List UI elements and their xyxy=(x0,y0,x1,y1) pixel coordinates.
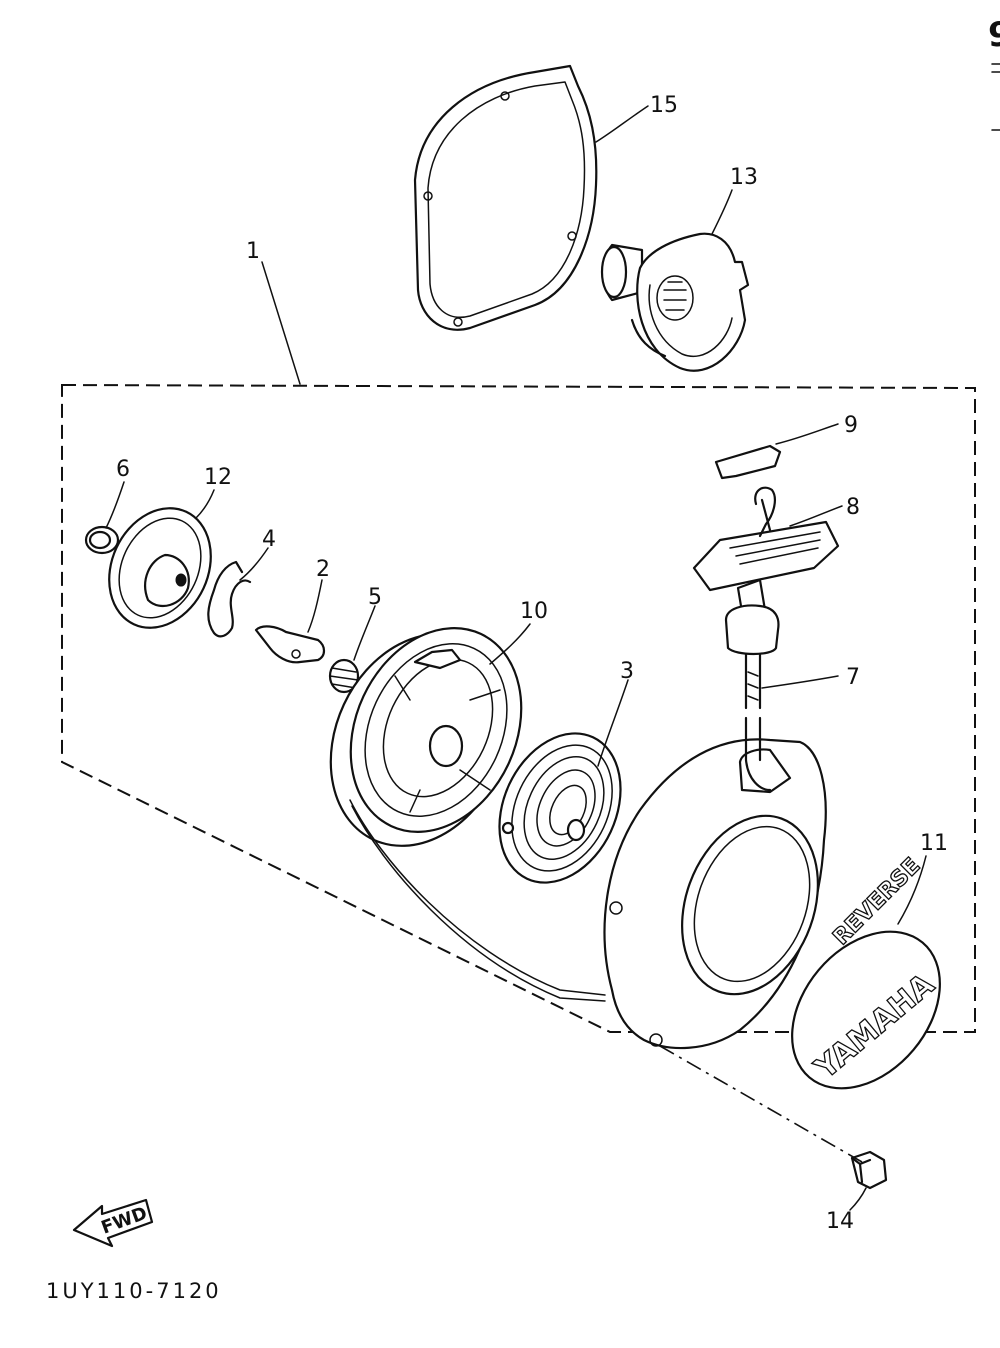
part-10-rope-pulley xyxy=(329,627,523,847)
part-15-gasket xyxy=(413,64,598,331)
part-6-nut xyxy=(84,525,120,555)
part-7-rope xyxy=(744,650,772,792)
callout-1: 1 xyxy=(246,239,260,264)
callout-labels: 1 15 13 9 8 6 12 4 2 5 10 3 7 11 14 xyxy=(116,93,948,1234)
callout-14: 14 xyxy=(826,1209,854,1234)
part-5-spring xyxy=(328,658,360,694)
callout-13: 13 xyxy=(730,165,758,190)
corner-mark: 9 xyxy=(988,15,1000,55)
starter-case xyxy=(603,738,827,1050)
part-8-handle xyxy=(692,486,840,656)
callout-6: 6 xyxy=(116,457,130,482)
callout-7: 7 xyxy=(846,665,860,690)
callout-2: 2 xyxy=(316,557,330,582)
callout-8: 8 xyxy=(846,495,860,520)
part-4-spring-clip xyxy=(207,560,252,638)
callout-12: 12 xyxy=(204,465,232,490)
part-2-pawl xyxy=(254,625,326,664)
leader-lines xyxy=(105,105,927,1211)
bolt-axis-line xyxy=(659,1045,863,1163)
part-14-bolt xyxy=(850,1150,888,1190)
starter-rope xyxy=(349,799,606,1002)
part-11-emblem: REVERSE YAMAHA xyxy=(791,853,942,1090)
callout-11: 11 xyxy=(920,831,948,856)
part-13-drive-pulley xyxy=(600,232,750,372)
callout-15: 15 xyxy=(650,93,678,118)
part-9-handle-cap xyxy=(714,444,782,480)
callout-10: 10 xyxy=(520,599,548,624)
callout-5: 5 xyxy=(368,585,382,610)
part-3-spiral-spring xyxy=(498,732,622,884)
figure-code: 1UY110-7120 xyxy=(46,1279,222,1303)
callout-4: 4 xyxy=(262,527,276,552)
fwd-arrow: FWD xyxy=(72,1198,154,1248)
callout-3: 3 xyxy=(620,659,634,684)
corner-tick-marks xyxy=(991,63,1000,131)
part-12-friction-plate xyxy=(108,507,212,629)
assembly-boundary xyxy=(61,383,976,1033)
callout-9: 9 xyxy=(844,413,858,438)
